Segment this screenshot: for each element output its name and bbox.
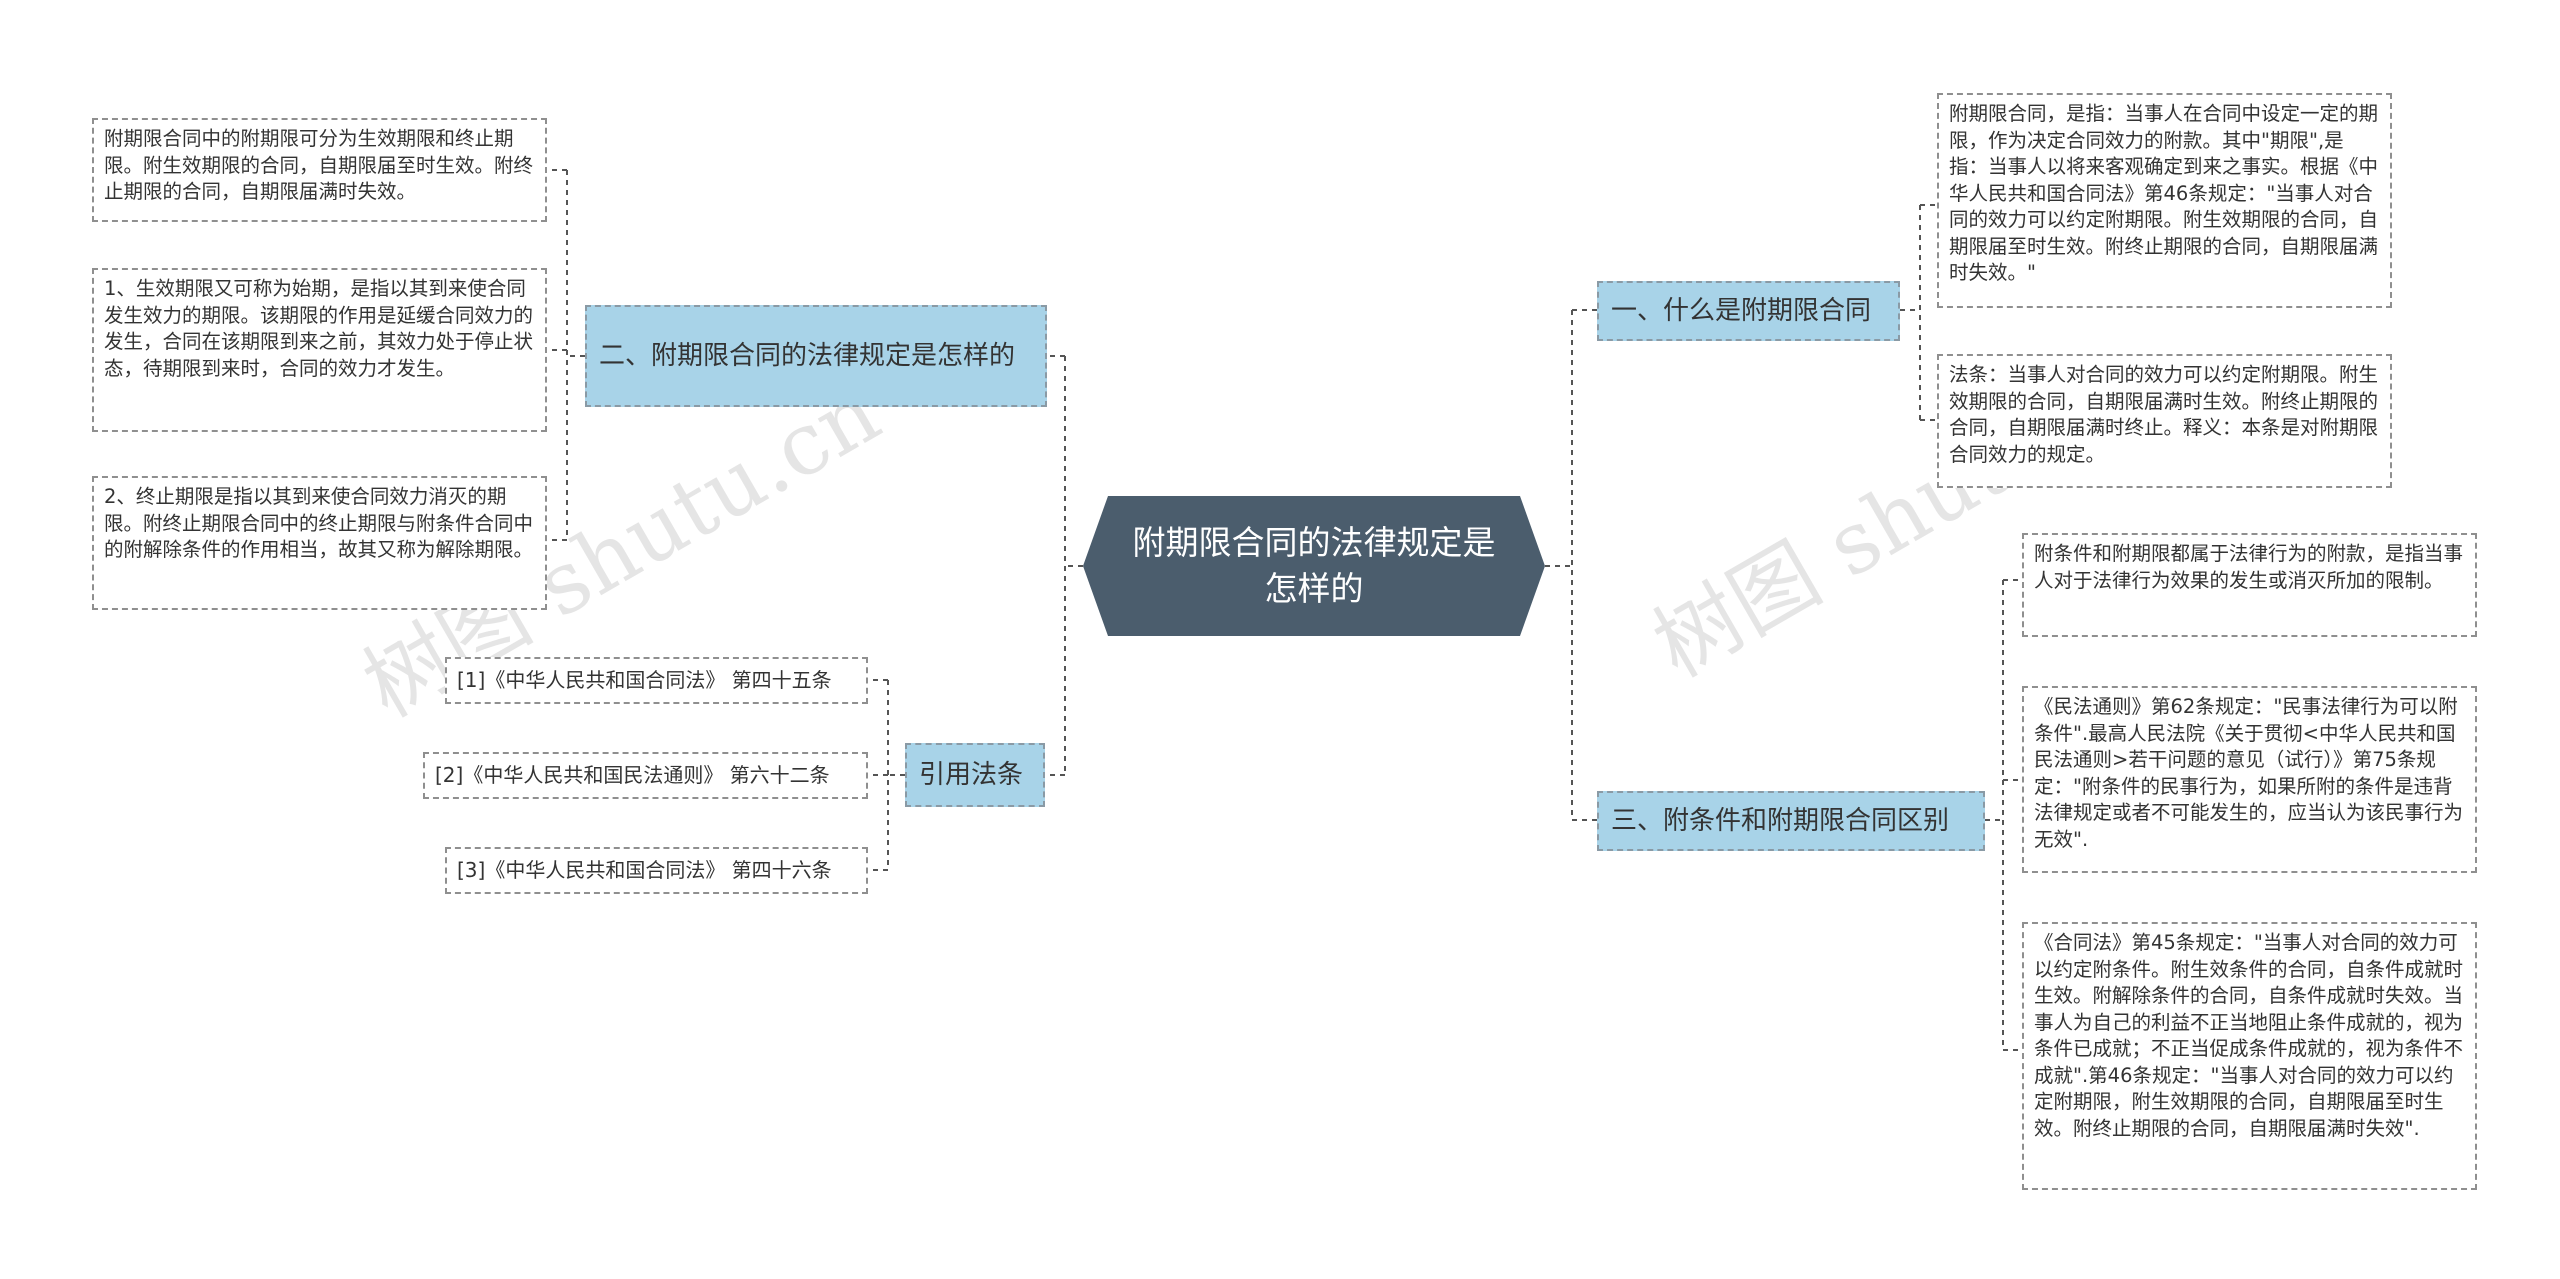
root-topic-label: 附期限合同的法律规定是怎样的 <box>1132 523 1496 608</box>
leaf-termination-term: 2、终止期限是指以其到来使合同效力消灭的期限。附终止期限合同中的终止期限与附条件… <box>92 476 547 610</box>
branch-label: 三、附条件和附期限合同区别 <box>1611 805 1950 836</box>
branch-label: 二、附期限合同的法律规定是怎样的 <box>599 340 1016 371</box>
leaf-effective-term: 1、生效期限又可称为始期，是指以其到来使合同发生效力的期限。该期限的作用是延缓合… <box>92 268 547 432</box>
leaf-citation-1: [1]《中华人民共和国合同法》 第四十五条 <box>445 657 868 704</box>
branch-legal-provisions[interactable]: 二、附期限合同的法律规定是怎样的 <box>585 305 1047 407</box>
branch-label: 引用法条 <box>919 759 1024 790</box>
leaf-contract-law-article: 《合同法》第45条规定："当事人对合同的效力可以约定附条件。附生效条件的合同，自… <box>2022 922 2477 1190</box>
branch-difference[interactable]: 三、附条件和附期限合同区别 <box>1597 791 1985 851</box>
leaf-citation-2: [2]《中华人民共和国民法通则》 第六十二条 <box>423 752 868 799</box>
root-topic[interactable]: 附期限合同的法律规定是怎样的 <box>1083 496 1545 636</box>
branch-label: 一、什么是附期限合同 <box>1611 295 1872 326</box>
branch-what-is-term-contract[interactable]: 一、什么是附期限合同 <box>1597 281 1900 341</box>
leaf-common-nature: 附条件和附期限都属于法律行为的附款，是指当事人对于法律行为效果的发生或消灭所加的… <box>2022 533 2477 637</box>
leaf-term-types: 附期限合同中的附期限可分为生效期限和终止期限。附生效期限的合同，自期限届至时生效… <box>92 118 547 222</box>
leaf-article-text: 法条：当事人对合同的效力可以约定附期限。附生效期限的合同，自期限届满时生效。附终… <box>1937 354 2392 488</box>
leaf-civil-law-article: 《民法通则》第62条规定："民事法律行为可以附条件".最高人民法院《关于贯彻<中… <box>2022 686 2477 873</box>
leaf-citation-3: [3]《中华人民共和国合同法》 第四十六条 <box>445 847 868 894</box>
branch-cited-articles[interactable]: 引用法条 <box>905 743 1045 807</box>
leaf-definition: 附期限合同，是指：当事人在合同中设定一定的期限，作为决定合同效力的附款。其中"期… <box>1937 93 2392 308</box>
